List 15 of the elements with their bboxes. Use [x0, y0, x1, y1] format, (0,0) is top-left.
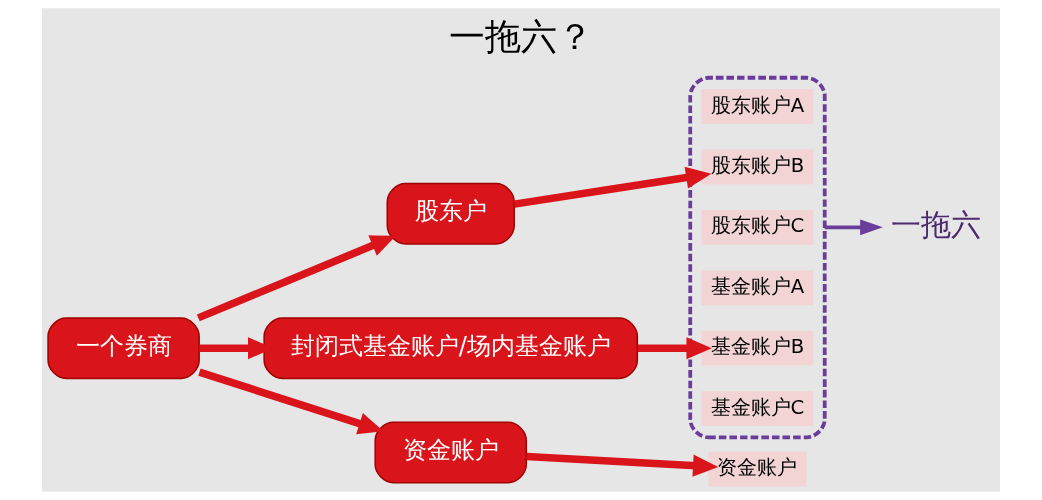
arrow	[198, 368, 384, 435]
node-box: 股东户	[386, 182, 515, 245]
arrow	[637, 337, 712, 360]
node-box: 股东账户B	[701, 149, 814, 185]
node-box: 资金账户	[708, 451, 807, 487]
arrow	[513, 166, 712, 208]
arrow	[824, 219, 883, 236]
node-box: 封闭式基金账户/场内基金账户	[263, 317, 639, 380]
node-text: 一拖六	[890, 206, 981, 242]
arrow	[196, 235, 396, 322]
node-box: 基金账户B	[701, 330, 814, 366]
node-box: 资金账户	[374, 421, 528, 484]
arrow	[526, 452, 719, 477]
diagram-title: 一拖六？	[449, 15, 593, 59]
node-box: 一个券商	[47, 317, 200, 380]
